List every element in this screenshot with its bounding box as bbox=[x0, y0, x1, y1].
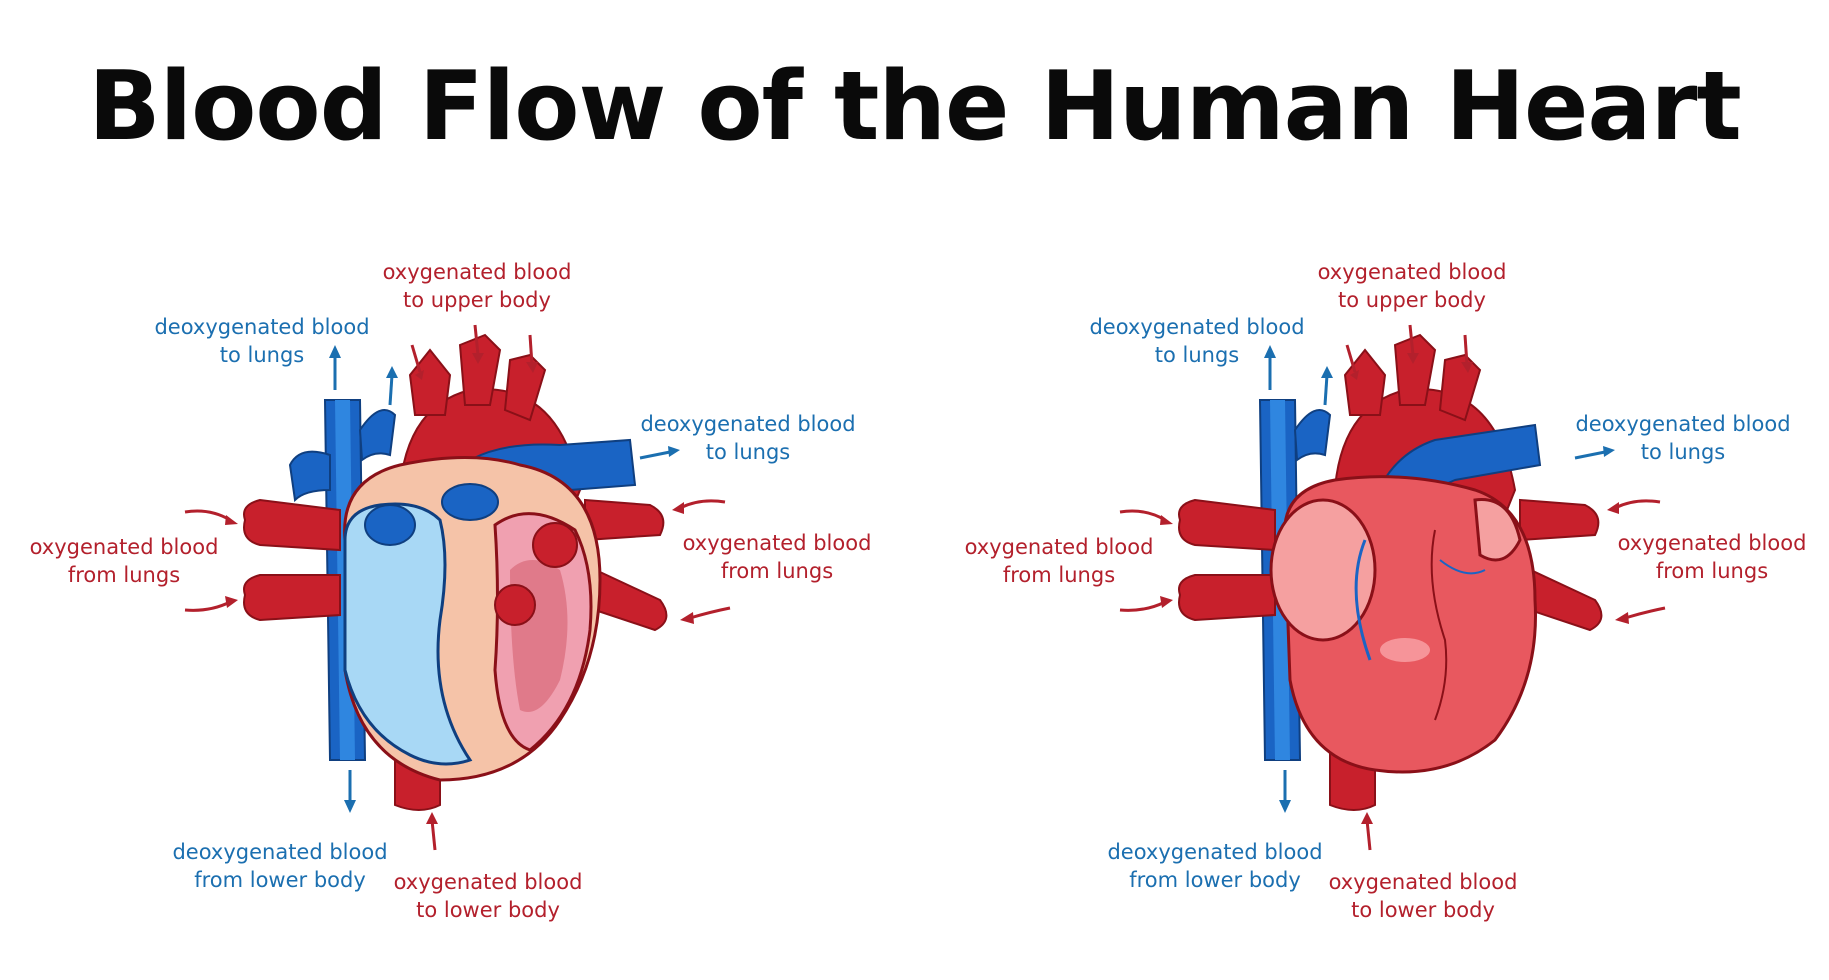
heart-exterior-illustration bbox=[1119, 324, 1666, 851]
diagram-title: Blood Flow of the Human Heart bbox=[88, 52, 1742, 162]
heart-cross-section-illustration bbox=[184, 324, 731, 851]
